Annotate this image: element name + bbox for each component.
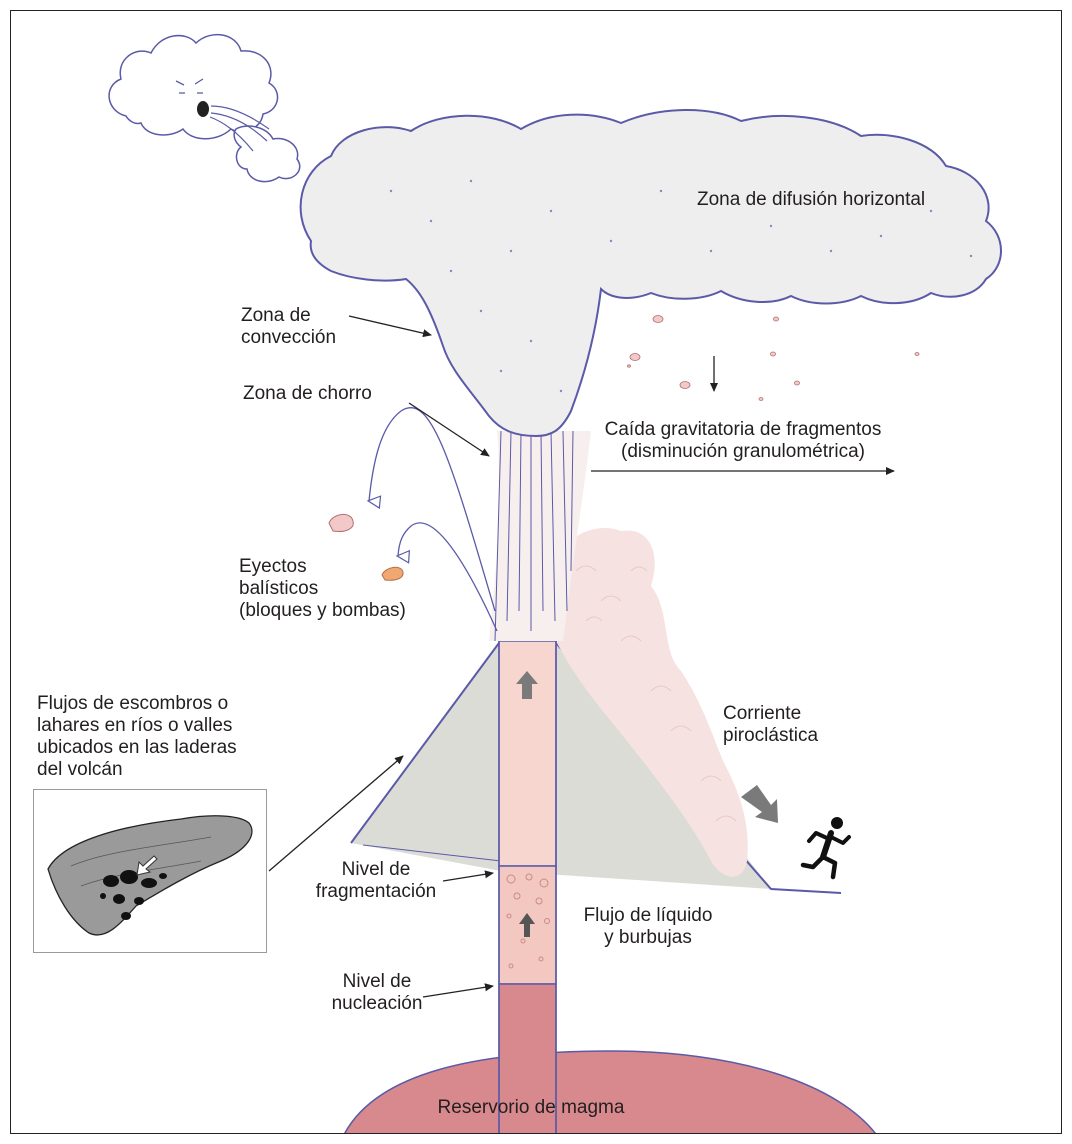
magma-reservoir — [341, 1051, 881, 1134]
label-magma-reservoir: Reservorio de magma — [431, 1097, 631, 1119]
wind-cloud-icon — [109, 35, 300, 182]
label-ballistic-ejecta: Eyectos balísticos (bloques y bombas) — [239, 556, 406, 622]
ballistic-trajectory-2 — [398, 523, 497, 631]
diagonal-arrow-icon — [741, 785, 778, 823]
label-liquid-bubble-flow: Flujo de líquido y burbujas — [563, 905, 733, 949]
debris-flow-inset-frame — [33, 789, 267, 953]
ballistic-bomb-1 — [329, 514, 353, 531]
running-person-icon — [803, 817, 849, 877]
convection-pointer — [349, 316, 431, 335]
diagram-frame: Zona de difusión horizontal Zona de conv… — [10, 10, 1062, 1134]
jet-pointer — [409, 403, 489, 456]
ash-cloud — [301, 110, 1001, 436]
label-jet-zone: Zona de chorro — [243, 383, 372, 405]
label-gravity-fall: Caída gravitatoria de fragmentos (dismin… — [593, 419, 893, 463]
label-nucleation-level: Nivel de nucleación — [317, 971, 437, 1015]
label-debris-flows: Flujos de escombros o lahares en ríos o … — [37, 693, 237, 781]
label-convection-zone: Zona de convección — [241, 305, 336, 349]
label-pyroclastic-current: Corriente piroclástica — [723, 703, 818, 747]
label-horizontal-diffusion: Zona de difusión horizontal — [697, 189, 925, 211]
label-fragmentation-level: Nivel de fragmentación — [301, 859, 451, 903]
volcano-diagram — [11, 11, 1062, 1134]
falling-fragments — [628, 316, 920, 401]
